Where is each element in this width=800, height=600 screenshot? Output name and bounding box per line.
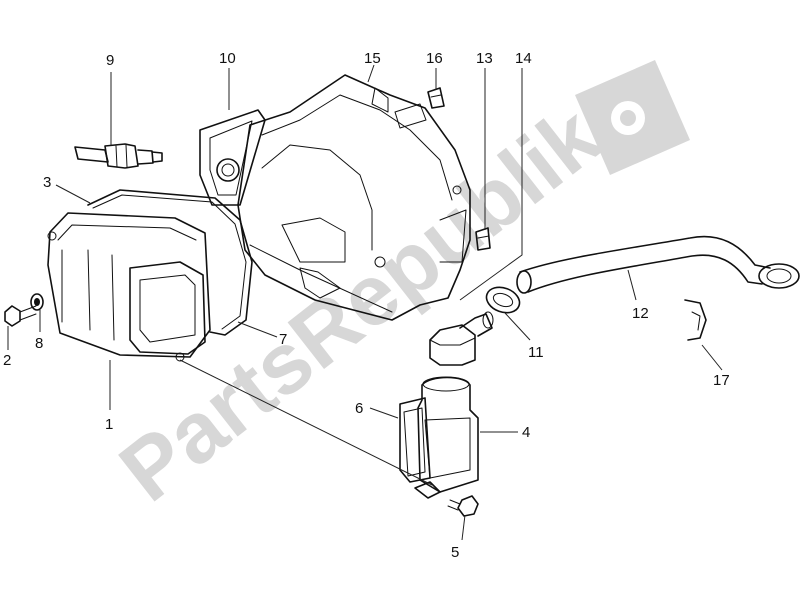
leader-12	[627, 269, 637, 301]
part-12-hose	[516, 235, 800, 294]
leader-7	[237, 321, 278, 338]
watermark-text: PartsRepublik	[103, 88, 618, 520]
gear-flag-icon	[575, 60, 690, 175]
leader-1b	[179, 359, 433, 486]
callout-10: 10	[219, 50, 236, 67]
callout-8: 8	[35, 335, 43, 352]
callout-5: 5	[451, 544, 459, 561]
leader-17	[701, 344, 723, 371]
part-6-filter-cover	[399, 397, 441, 499]
watermark: PartsRepublik	[103, 60, 690, 520]
callout-15: 15	[364, 50, 381, 67]
callout-2: 2	[3, 352, 11, 369]
part-8-washer	[30, 293, 44, 311]
callout-9: 9	[106, 52, 114, 69]
part-16-clip	[427, 87, 445, 109]
callout-13: 13	[476, 50, 493, 67]
callout-12: 12	[632, 305, 649, 322]
callout-16: 16	[426, 50, 443, 67]
part-1-head-cover	[47, 212, 211, 362]
part-9-spark-plug	[74, 143, 163, 169]
callouts: 1 2 3 4 5 6 7 8 9 10 11 12 13 14 15 16 1…	[3, 50, 730, 561]
leader-14	[459, 68, 523, 301]
part-3-gasket	[87, 189, 253, 336]
part-10-shroud-gasket	[199, 109, 266, 206]
callout-6: 6	[355, 400, 363, 417]
leader-3	[55, 184, 91, 204]
callout-4: 4	[522, 424, 530, 441]
callout-11: 11	[528, 344, 544, 361]
callout-1: 1	[105, 416, 113, 433]
part-5-screw	[447, 495, 479, 517]
callout-3: 3	[43, 174, 51, 191]
callout-7: 7	[279, 331, 287, 348]
leader-6	[369, 407, 399, 419]
part-13-clip	[475, 227, 491, 251]
leader-11	[504, 312, 531, 341]
leader-5	[461, 514, 466, 541]
callout-17: 17	[713, 372, 730, 389]
breather-elbow	[429, 311, 494, 366]
leader-15	[367, 64, 375, 83]
part-11-hose-clamp	[485, 286, 521, 314]
part-17-clip	[684, 299, 707, 341]
leader-lines	[7, 64, 723, 541]
part-15-cooling-shroud	[237, 74, 471, 321]
part-2-bolt	[4, 305, 37, 327]
callout-14: 14	[515, 50, 532, 67]
